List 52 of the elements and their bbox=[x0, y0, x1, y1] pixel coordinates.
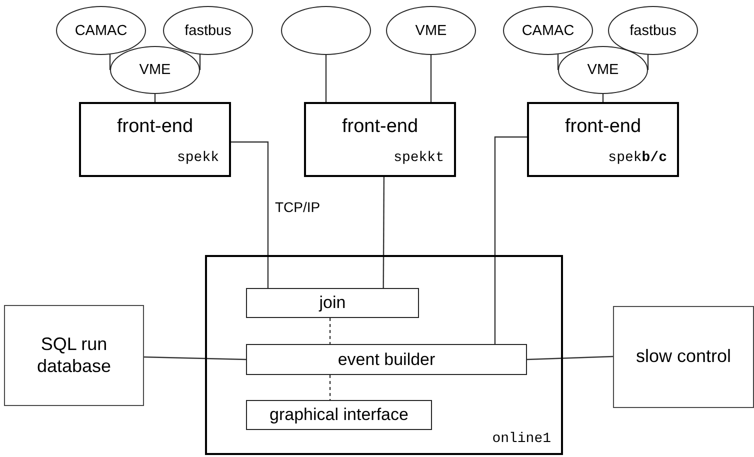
connector-line bbox=[199, 54, 201, 70]
system-box bbox=[4, 305, 144, 406]
connector-line bbox=[325, 55, 327, 102]
connector-line bbox=[109, 54, 111, 70]
bus-name: fastbus bbox=[630, 22, 676, 38]
front-end-box bbox=[304, 102, 456, 177]
box-title: front-end bbox=[116, 116, 194, 138]
bus-ellipse bbox=[110, 46, 200, 94]
process-box bbox=[246, 344, 527, 375]
bus-ellipse bbox=[163, 6, 253, 55]
connector-line bbox=[602, 94, 604, 102]
bus-ellipse bbox=[281, 6, 371, 55]
bus-name: VME bbox=[139, 62, 171, 78]
box-title: front-end bbox=[564, 116, 642, 138]
process-box bbox=[246, 288, 419, 318]
connector-line bbox=[144, 356, 246, 360]
system-box bbox=[613, 306, 754, 408]
host-name: spekb/c bbox=[608, 150, 667, 166]
front-end-box bbox=[79, 102, 231, 177]
connector-line bbox=[526, 356, 614, 360]
host-box bbox=[205, 255, 563, 455]
connector-line bbox=[430, 55, 432, 102]
process-name: join bbox=[319, 293, 346, 313]
host-name: spekkt bbox=[394, 150, 444, 166]
bus-name: fastbus bbox=[184, 22, 232, 38]
connector-line bbox=[382, 177, 385, 288]
bus-name: VME bbox=[415, 22, 447, 38]
host-name: spekk bbox=[176, 150, 219, 166]
connector-line bbox=[494, 136, 527, 344]
bus-ellipse bbox=[386, 6, 476, 55]
process-box bbox=[246, 400, 432, 430]
host-name: online1 bbox=[492, 431, 551, 447]
system-name: slow control bbox=[636, 346, 732, 368]
dashed-connector bbox=[329, 318, 331, 344]
connector-line bbox=[557, 54, 559, 70]
connector-line bbox=[154, 94, 156, 102]
bus-ellipse bbox=[608, 6, 698, 55]
connector-line bbox=[647, 54, 649, 70]
box-title: front-end bbox=[340, 116, 420, 138]
bus-ellipse bbox=[503, 6, 593, 55]
bus-name: CAMAC bbox=[74, 22, 128, 38]
bus-name: VME bbox=[587, 62, 619, 78]
dashed-connector bbox=[329, 375, 331, 400]
edge-label: TCP/IP bbox=[274, 198, 322, 215]
bus-ellipse bbox=[558, 46, 648, 94]
bus-name: CAMAC bbox=[522, 22, 574, 38]
bus-ellipse bbox=[56, 6, 146, 55]
front-end-box bbox=[527, 102, 679, 177]
connector-line bbox=[231, 141, 269, 288]
system-name: SQL run database bbox=[36, 334, 112, 378]
process-name: event builder bbox=[338, 350, 436, 370]
process-name: graphical interface bbox=[270, 405, 408, 425]
